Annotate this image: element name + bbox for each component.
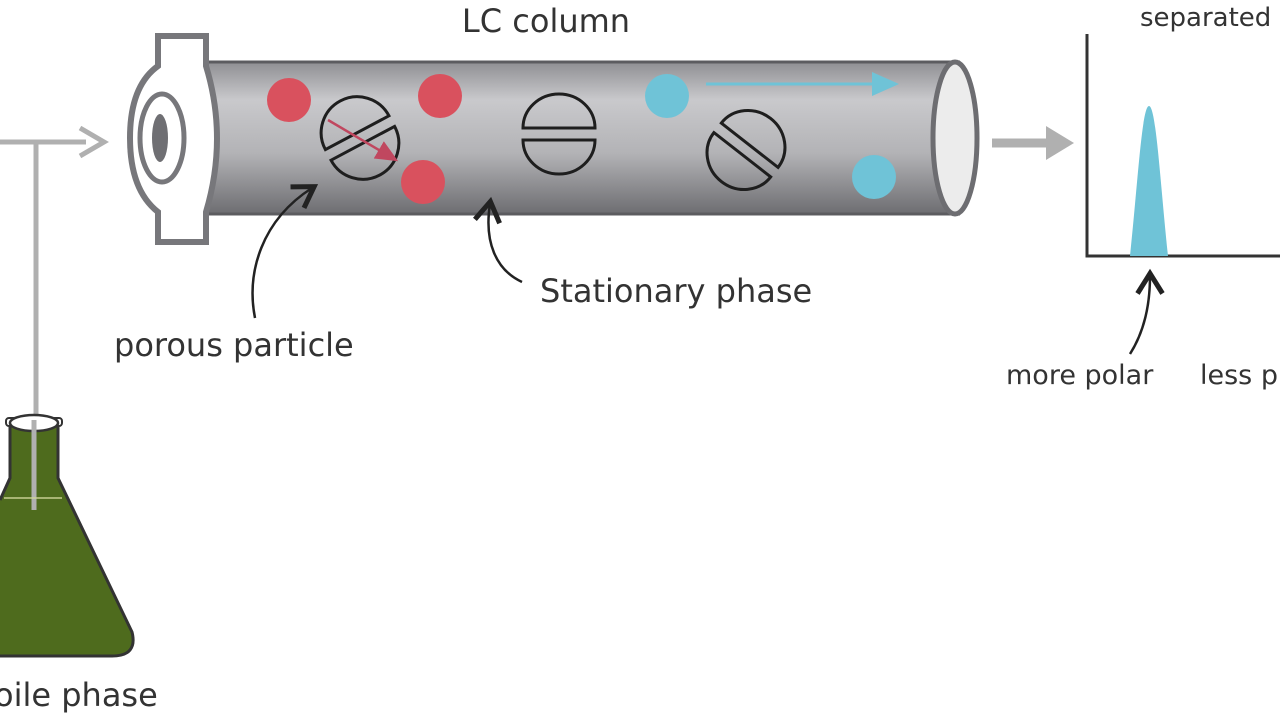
stationary-phase-label: Stationary phase xyxy=(540,272,812,310)
analyte-red xyxy=(418,74,462,118)
less-polar-label: less p xyxy=(1200,360,1278,391)
more-polar-label: more polar xyxy=(1006,360,1154,391)
column-title: LC column xyxy=(462,2,630,40)
porous-particle-label: porous particle xyxy=(114,326,354,364)
mobile-phase-label: oile phase xyxy=(0,676,158,714)
peak-more-polar xyxy=(1130,106,1168,256)
analyte-red xyxy=(267,78,311,122)
outlet-arrow xyxy=(992,126,1074,160)
porous-particle-pointer xyxy=(251,184,319,319)
porous-particle xyxy=(319,95,401,181)
porous-particle xyxy=(705,109,787,191)
more-polar-pointer xyxy=(1128,268,1165,355)
chromatogram xyxy=(1085,34,1280,258)
lc-column xyxy=(126,33,980,245)
separated-label: separated xyxy=(1140,3,1271,33)
mobile-phase-flask xyxy=(0,413,135,658)
porous-particle xyxy=(521,92,597,176)
stationary-phase-pointer xyxy=(473,196,523,284)
analyte-blue xyxy=(852,155,896,199)
analyte-red xyxy=(401,160,445,204)
diffusion-arrow xyxy=(327,118,399,162)
analyte-blue xyxy=(645,74,689,118)
